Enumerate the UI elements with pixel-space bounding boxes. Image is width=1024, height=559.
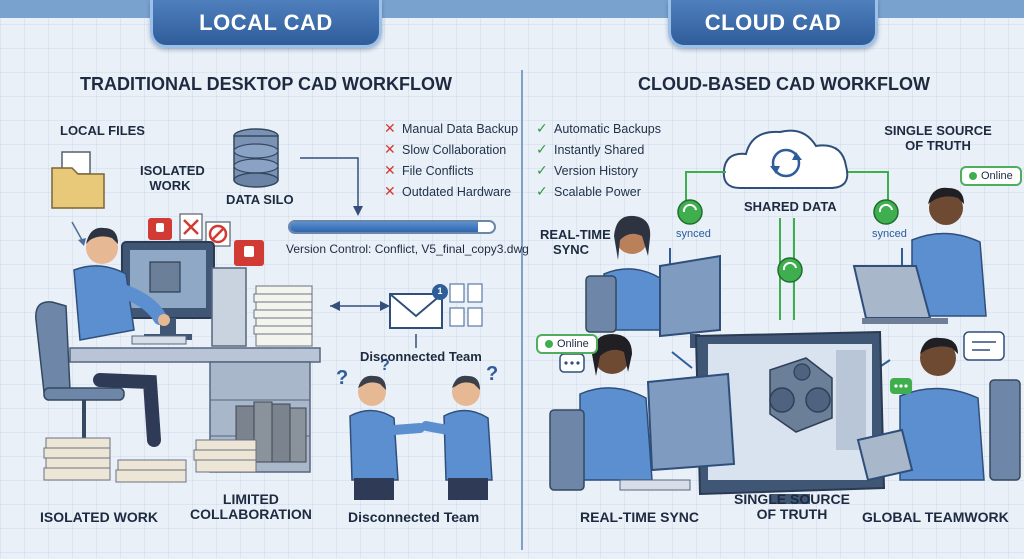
tab-cloud-cad-label: CLOUD CAD: [704, 9, 842, 35]
benefits-list: ✓Automatic Backups ✓Instantly Shared ✓Ve…: [536, 118, 661, 202]
check-icon: ✓: [536, 183, 548, 199]
benefit-item: ✓Automatic Backups: [536, 120, 661, 136]
svg-text:?: ?: [486, 363, 498, 385]
bottom-limited-line2: COLLABORATION: [190, 506, 312, 523]
right-section-title: CLOUD-BASED CAD WORKFLOW: [638, 74, 930, 94]
tab-local-cad[interactable]: LOCAL CAD: [150, 0, 382, 48]
left-section-title: TRADITIONAL DESKTOP CAD WORKFLOW: [80, 74, 452, 94]
person-disconnected-2: [421, 375, 493, 500]
isolated-work-top-line2: WORK: [149, 177, 191, 193]
tab-local-cad-label: LOCAL CAD: [199, 9, 333, 35]
svg-text:?: ?: [380, 357, 390, 374]
benefit-item: ✓Scalable Power: [536, 183, 641, 199]
realtime-top-line2: SYNC: [552, 241, 590, 257]
bottom-global-teamwork: GLOBAL TEAMWORK: [862, 509, 1009, 525]
problem-item: ✕Manual Data Backup: [384, 120, 519, 136]
realtime-sync-top-label: REAL-TIME SYNC: [540, 227, 611, 258]
chat-bubble-icon: [559, 353, 585, 373]
section-divider: [521, 70, 523, 550]
bottom-realtime-sync: REAL-TIME SYNC: [580, 509, 699, 525]
isolated-work-top-label: ISOLATED WORK: [140, 163, 205, 194]
data-silo-label: DATA SILO: [226, 192, 294, 207]
single-source-top-label: SINGLE SOURCE OF TRUTH: [880, 123, 996, 154]
version-progress-fill: [290, 222, 478, 232]
benefit-item: ✓Version History: [536, 162, 639, 178]
online-top-text: Online: [981, 170, 1013, 182]
x-icon: ✕: [384, 141, 396, 157]
online-dot-icon: [969, 172, 977, 180]
benefit-item: ✓Instantly Shared: [536, 141, 645, 157]
bottom-limited-collaboration: LIMITED COLLABORATION: [190, 491, 312, 523]
disconnected-team-mid-label: Disconnected Team: [360, 349, 482, 364]
check-icon: ✓: [536, 120, 548, 136]
bottom-limited-line1: LIMITED: [222, 491, 279, 507]
person-global-teamwork: [899, 337, 985, 481]
chat-bubble-icon-2: [963, 331, 1005, 361]
mail-count-badge: 1: [437, 286, 443, 296]
lock-icon: [148, 218, 172, 240]
cad-part-icon: [769, 357, 833, 433]
shared-data-label: SHARED DATA: [744, 199, 837, 214]
svg-text:?: ?: [336, 367, 348, 389]
bottom-single-line2: OF TRUTH: [756, 506, 828, 523]
x-icon: ✕: [384, 183, 396, 199]
check-icon: ✓: [536, 162, 548, 178]
tab-cloud-cad[interactable]: CLOUD CAD: [668, 0, 878, 48]
version-progress-bar: [288, 220, 496, 234]
bottom-isolated-work: ISOLATED WORK: [40, 509, 158, 525]
person-disconnected-1: [349, 375, 425, 500]
x-icon: ✕: [384, 162, 396, 178]
bottom-disconnected-team: Disconnected Team: [348, 509, 480, 525]
folder-icon: [51, 151, 105, 209]
person-single-source: [911, 187, 987, 317]
problems-list: ✕Manual Data Backup ✕Slow Collaboration …: [384, 118, 518, 202]
problem-item: ✕Slow Collaboration: [384, 141, 507, 157]
x-icon: ✕: [384, 120, 396, 136]
database-icon: [233, 128, 279, 188]
file-icons: [449, 283, 483, 327]
lock-icon-2: [234, 240, 264, 266]
online-status-badge-top: Online: [960, 166, 1022, 186]
bottom-single-source: SINGLE SOURCE OF TRUTH: [734, 491, 850, 523]
problem-item: ✕File Conflicts: [384, 162, 474, 178]
paper-stack-icon: [253, 285, 313, 347]
online-dot-icon: [545, 340, 553, 348]
sync-icon-left: [677, 199, 703, 225]
mail-icon: [389, 284, 448, 329]
check-icon: ✓: [536, 141, 548, 157]
synced-left-text: synced: [676, 228, 711, 240]
synced-right-text: synced: [872, 228, 907, 240]
isolated-work-top-line1: ISOLATED: [140, 163, 205, 178]
single-source-top-line2: OF TRUTH: [905, 137, 971, 153]
bottom-single-line1: SINGLE SOURCE: [734, 491, 850, 507]
chat-bubble-icon-3: [890, 378, 912, 394]
sync-icon-center: [777, 257, 803, 283]
problem-item: ✕Outdated Hardware: [384, 183, 512, 199]
version-control-text: Version Control: Conflict, V5_final_copy…: [286, 242, 529, 256]
realtime-top-line1: REAL-TIME: [540, 227, 611, 242]
person-realtime-bottom: [579, 334, 653, 481]
local-files-label: LOCAL FILES: [60, 123, 145, 138]
sync-icon-right: [873, 199, 899, 225]
error-doc-icon: [179, 213, 203, 241]
cloud-icon: [722, 129, 849, 189]
single-source-top-line1: SINGLE SOURCE: [884, 123, 992, 138]
online-left-text: Online: [557, 338, 589, 350]
online-status-badge-left: Online: [536, 334, 598, 354]
